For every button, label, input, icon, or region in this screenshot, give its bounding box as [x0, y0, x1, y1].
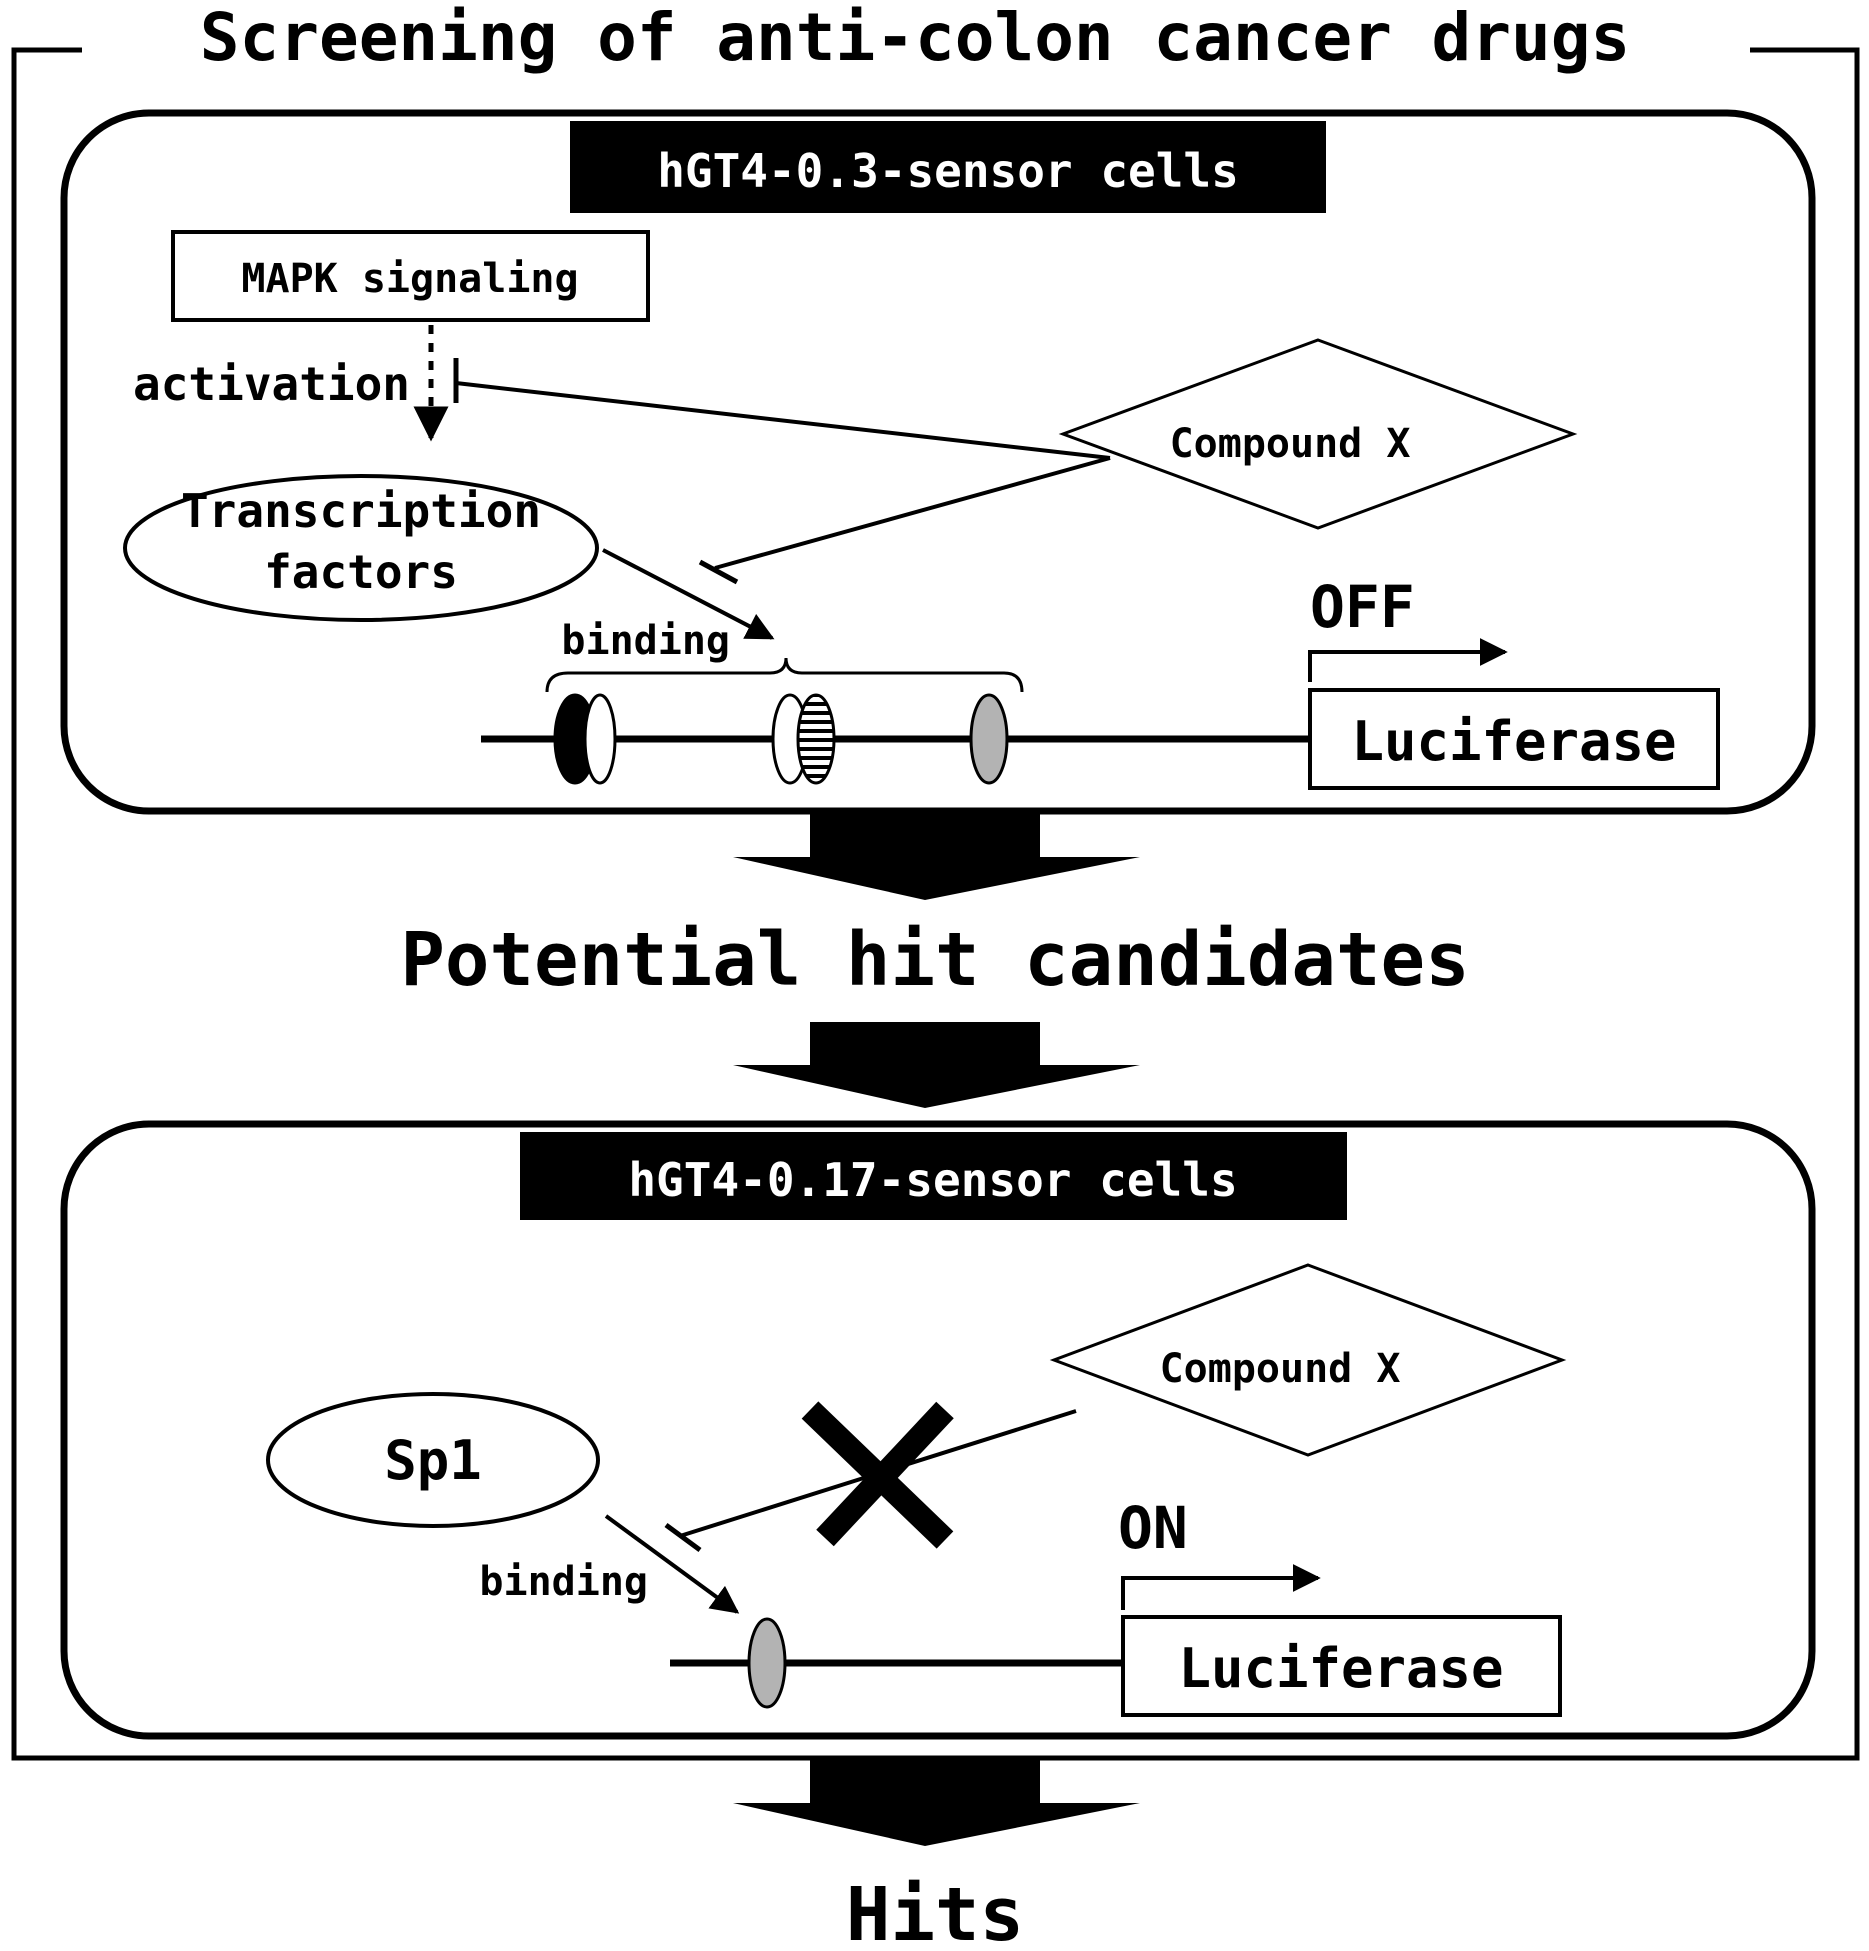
transcription-start-arrow-2 [1121, 1564, 1321, 1610]
compound-x-label-2: Compound X [1160, 1346, 1401, 1392]
state-off-label: OFF [1310, 573, 1415, 641]
blocked-x-icon [801, 1401, 954, 1549]
luciferase-label-1: Luciferase [1351, 710, 1676, 773]
compound-x-diamond-2 [1049, 1263, 1567, 1457]
transcription-factors-ellipse [123, 474, 599, 622]
luciferase-box-1 [1308, 688, 1720, 790]
transcription-start-arrow-1 [1308, 638, 1508, 682]
binding-arrow-1 [602, 548, 775, 640]
potential-hit-candidates: Potential hit candidates [400, 917, 1469, 1003]
panel-1-frame [60, 109, 1816, 815]
luciferase-label-2: Luciferase [1178, 1637, 1503, 1700]
activation-label: activation [133, 357, 410, 411]
luciferase-box-2 [1121, 1615, 1562, 1717]
flow-arrow-2 [733, 1022, 1140, 1108]
diagram-title: Screening of anti-colon cancer drugs [200, 0, 1630, 76]
sp1-ellipse [266, 1392, 600, 1528]
binding-site-gray-1 [969, 693, 1009, 785]
sp1-label: Sp1 [384, 1429, 482, 1492]
mapk-signaling-box [171, 230, 650, 322]
hits-label: Hits [846, 1872, 1024, 1951]
flow-arrow-1 [733, 813, 1140, 900]
panel-2-frame [60, 1120, 1816, 1740]
mapk-signaling-label: MAPK signaling [241, 256, 578, 302]
transcription-factors-line2: factors [264, 545, 458, 599]
panel-1-header-band [570, 121, 1326, 213]
binding-site-striped [796, 693, 836, 785]
compound-x-diamond-1 [1058, 338, 1578, 530]
compound-x-label-1: Compound X [1170, 421, 1411, 467]
inhibition-tbar-binding-2 [664, 1522, 702, 1553]
state-on-label: ON [1118, 1494, 1188, 1562]
binding-label-2: binding [479, 1559, 648, 1605]
panel-2-header-band [520, 1132, 1347, 1220]
binding-label-1: binding [561, 618, 730, 664]
inhibition-line-binding [714, 456, 1111, 570]
binding-site-white [583, 693, 617, 785]
flow-arrow-3 [733, 1760, 1140, 1846]
binding-arrow-2 [604, 1514, 740, 1614]
panel-2-header: hGT4-0.17-sensor cells [628, 1153, 1237, 1207]
inhibition-tbar-binding [698, 559, 739, 585]
outer-frame [11, 47, 1860, 1761]
transcription-factors-line1: Transcription [181, 484, 541, 538]
panel-1-header: hGT4-0.3-sensor cells [657, 144, 1239, 198]
binding-site-gray-2 [747, 1617, 787, 1709]
binding-sites-brace [545, 657, 1024, 693]
inhibition-line-activation [455, 381, 1111, 460]
